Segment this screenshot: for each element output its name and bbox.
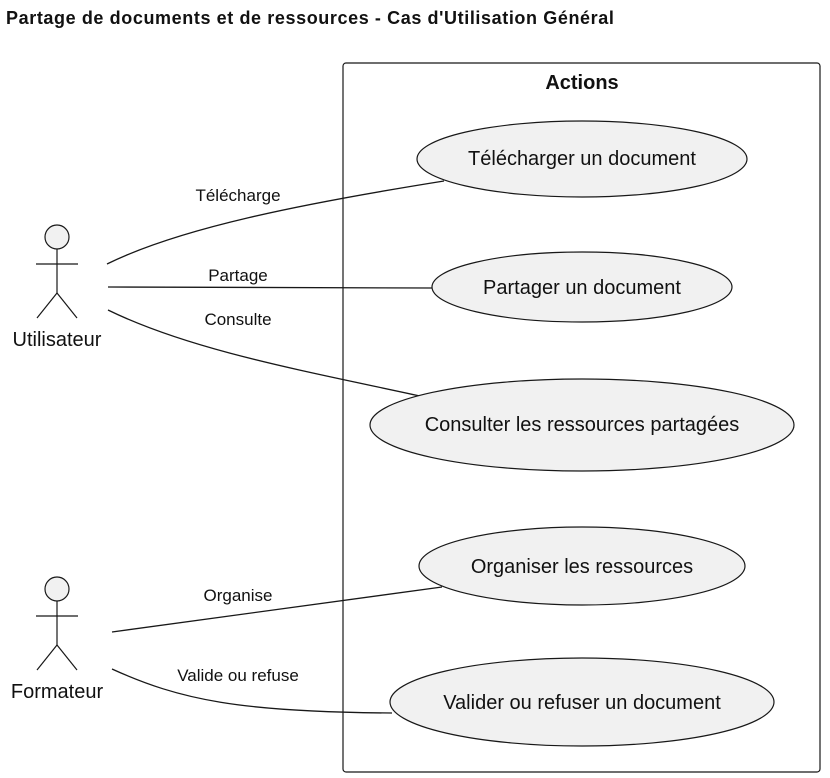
actor-head-icon (44, 224, 70, 250)
use-case-valider: Valider ou refuser un document (389, 657, 775, 747)
association-line-organise (111, 586, 443, 633)
use-case-label: Valider ou refuser un document (443, 692, 721, 714)
use-case-label: Télécharger un document (468, 148, 696, 170)
association-label-partage: Partage (208, 266, 268, 285)
association-line-partage (107, 286, 433, 289)
use-case-label: Consulter les ressources partagées (425, 414, 740, 436)
actor-formateur (36, 576, 78, 671)
association-label-telecharge: Télécharge (195, 186, 280, 205)
use-case-telecharger: Télécharger un document (416, 120, 748, 198)
use-case-organiser: Organiser les ressources (418, 526, 746, 606)
use-case-label: Organiser les ressources (471, 556, 693, 578)
use-case-label: Partager un document (483, 277, 681, 299)
actor-label-formateur: Formateur (11, 681, 104, 703)
association-line-valide (111, 668, 393, 714)
actor-utilisateur (36, 224, 78, 319)
actor-label-utilisateur: Utilisateur (13, 329, 102, 351)
use-case-consulter: Consulter les ressources partagées (369, 378, 795, 472)
actor-head-icon (44, 576, 70, 602)
association-label-consulte: Consulte (204, 310, 271, 329)
association-label-organise: Organise (204, 586, 273, 605)
association-line-telecharge (106, 180, 445, 265)
associations (106, 180, 445, 714)
association-label-valide: Valide ou refuse (177, 666, 299, 685)
diagram-title: Partage de documents et de ressources - … (6, 8, 615, 28)
association-line-consulte (107, 309, 421, 397)
use-case-partager: Partager un document (431, 251, 733, 323)
boundary-label: Actions (545, 72, 618, 94)
